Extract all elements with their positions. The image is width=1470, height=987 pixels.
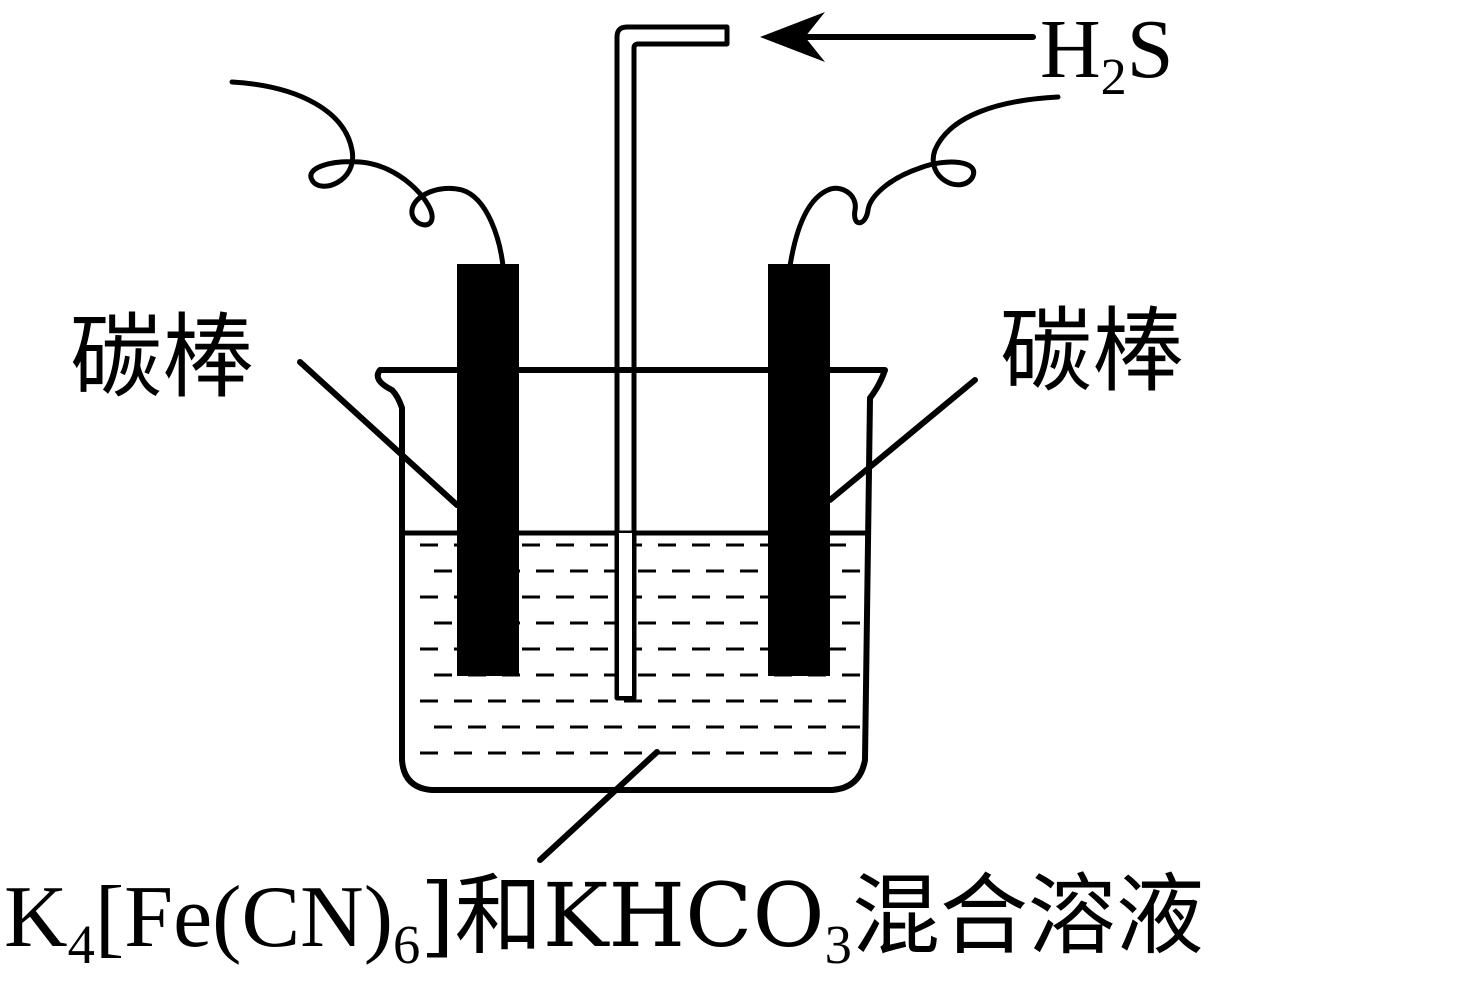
left-carbon-rod [457, 264, 519, 676]
solution-label-mixture: 混合溶液 [851, 864, 1204, 967]
left-electrode-label: 碳棒 [70, 304, 255, 411]
gas-arrow-head [760, 12, 825, 62]
solution-label-k-subscript: 4 [67, 914, 95, 976]
gas-tube [614, 24, 730, 701]
right-wire [787, 94, 1061, 269]
gas-label: H2S [1040, 8, 1173, 104]
solution-label-ferrocyanide: [Fe(CN) [94, 869, 394, 966]
gas-label-tail: S [1126, 3, 1174, 96]
solution-label-cn-subscript: 6 [393, 914, 421, 976]
left-wire [229, 79, 506, 269]
solution-label-leader [537, 749, 660, 863]
solution-label: K4[Fe(CN)6]和KHCO3混合溶液 [4, 872, 1204, 973]
solution-label-bicarbonate: ]和KHCO [420, 864, 825, 967]
gas-label-main: H [1040, 3, 1101, 96]
right-carbon-rod [768, 264, 830, 676]
gas-label-subscript: 2 [1100, 48, 1127, 106]
solution-label-k: K [4, 869, 68, 966]
solution-label-o-subscript: 3 [824, 914, 852, 976]
gas-tube-mask [619, 533, 632, 696]
right-electrode-label: 碳棒 [1000, 298, 1185, 405]
beaker [374, 367, 888, 793]
right-label-leader [827, 377, 978, 503]
left-label-leader [297, 359, 460, 508]
